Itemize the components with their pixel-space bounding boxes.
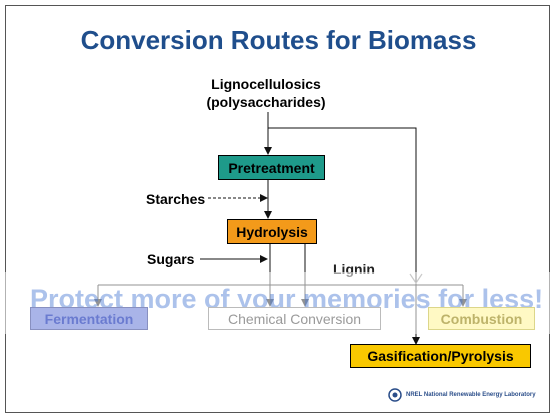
slide-frame	[5, 5, 550, 413]
gasification-pyrolysis-box: Gasification/Pyrolysis	[350, 344, 531, 368]
fermentation-box: Fermentation	[30, 307, 148, 330]
nrel-logo-text: NREL National Renewable Energy Laborator…	[406, 392, 536, 398]
pretreatment-box: Pretreatment	[218, 155, 325, 180]
slide-title: Conversion Routes for Biomass	[80, 25, 477, 55]
starches-label: Starches	[146, 191, 206, 207]
source-label-line1: Lignocellulosics	[211, 76, 321, 92]
sugars-label: Sugars	[147, 251, 195, 267]
chemical-conversion-box: Chemical Conversion	[208, 307, 381, 330]
source-right-branch-line	[268, 127, 417, 285]
nrel-emblem-icon	[388, 388, 402, 402]
nrel-logo: NREL National Renewable Energy Laborator…	[388, 388, 536, 402]
combustion-box: Combustion	[428, 307, 535, 330]
hydrolysis-box: Hydrolysis	[227, 219, 317, 244]
source-label-line2: (polysaccharides)	[206, 94, 326, 110]
